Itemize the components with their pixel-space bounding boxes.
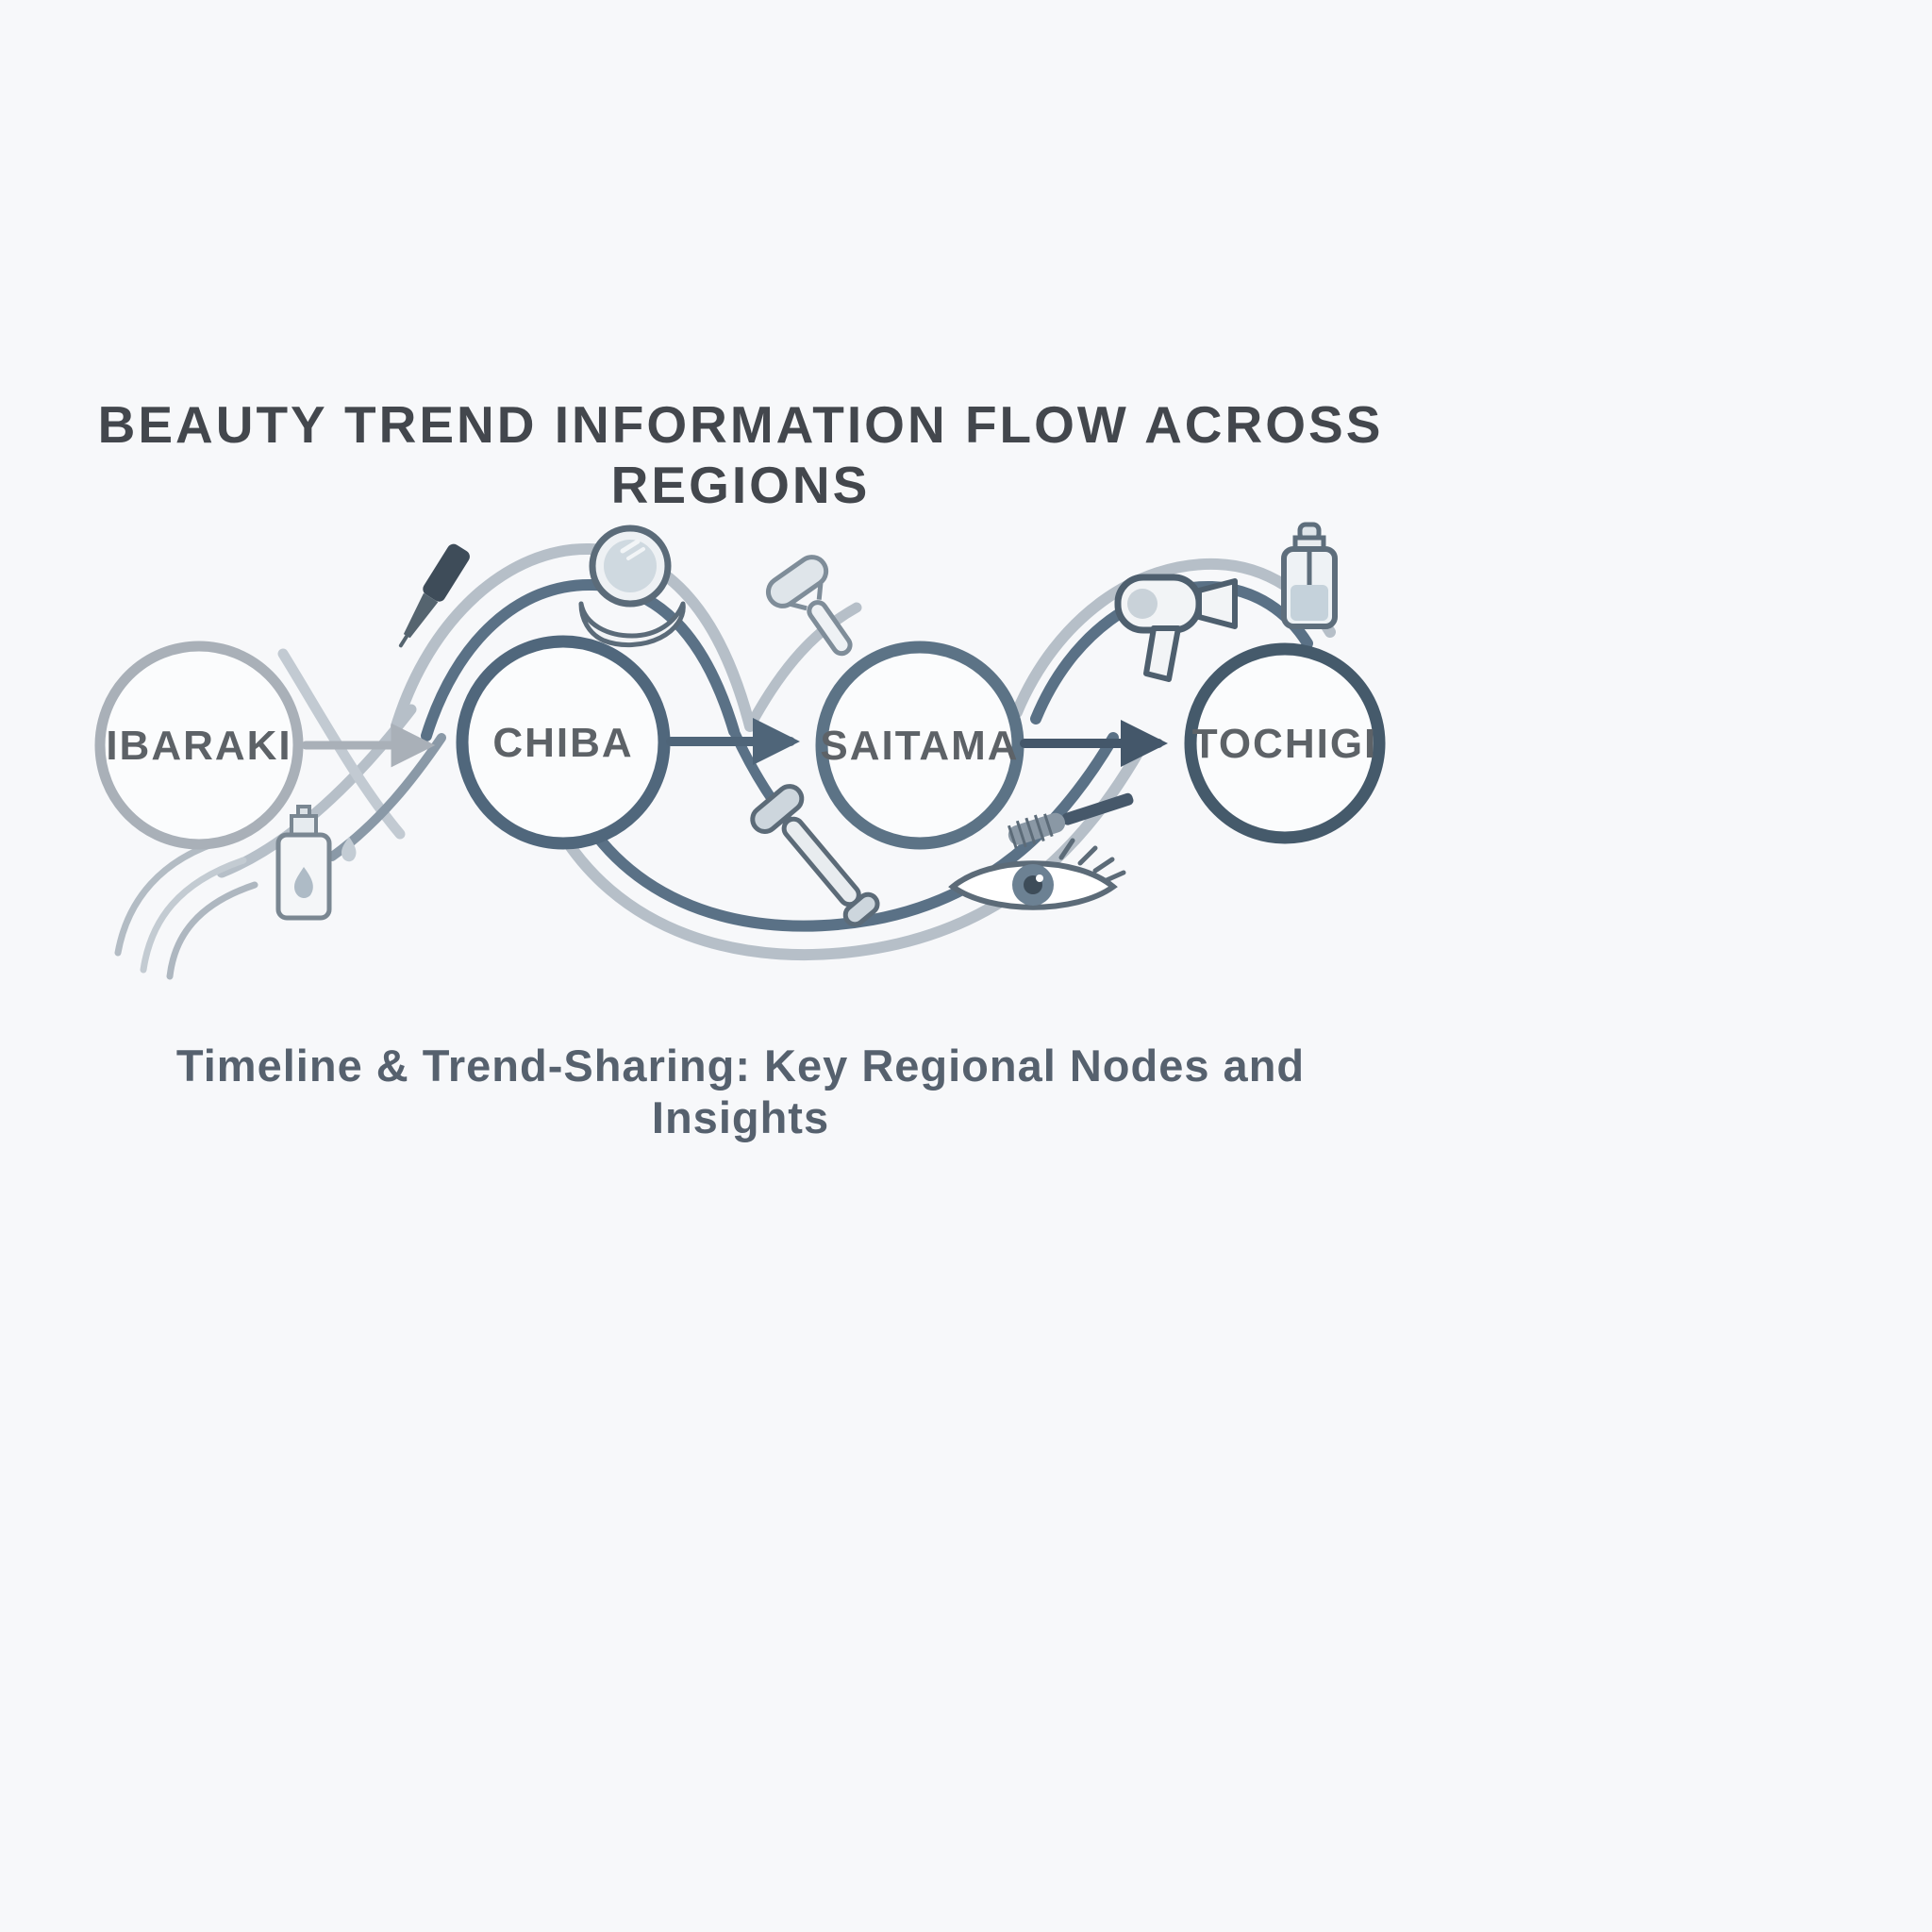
roller-fork [789, 582, 824, 611]
dryer-nozzle [1196, 578, 1238, 629]
mirror-glass [604, 540, 657, 592]
face-roller-handle [781, 816, 861, 908]
ribbon-chiba-outer [391, 542, 756, 732]
node-label-ibaraki: IBARAKI [106, 723, 291, 769]
mascara-bristles [1008, 813, 1054, 849]
hair-strand-3 [166, 881, 258, 980]
bottle-cap [290, 814, 318, 837]
face-roller-icon [750, 784, 880, 927]
eye-mascara-icon [948, 792, 1134, 910]
compact-mirror-hand-icon [578, 525, 686, 647]
ribbon-left-ascend [216, 704, 417, 878]
hair-dryer-icon [1114, 574, 1238, 682]
flow-arrows [301, 718, 1168, 768]
mirror-shine-2 [626, 547, 645, 560]
hair-strands-icon [114, 836, 258, 980]
roller-handle [807, 600, 853, 657]
dryer-handle [1143, 625, 1181, 682]
bottle-droplet [294, 867, 313, 899]
eye-highlight [1036, 874, 1043, 882]
holding-hand [578, 601, 686, 647]
hair-strand-2 [140, 857, 247, 974]
node-label-chiba: CHIBA [492, 720, 633, 766]
node-circle-tochigi [1184, 642, 1386, 844]
ribbon-mid-ascend [744, 602, 862, 732]
ribbon-chiba-inner [421, 578, 740, 741]
hair-strand-1 [114, 836, 230, 957]
brush-bristles [403, 592, 439, 639]
diagram-caption: Timeline & Trend-Sharing: Key Regional N… [175, 1041, 1306, 1142]
jade-roller-icon [765, 555, 853, 657]
eye-lashes [1058, 838, 1126, 883]
lotion-bottle-icon [275, 805, 357, 921]
outer-droplet [341, 837, 357, 862]
nail-polish-brush-icon [398, 543, 470, 648]
region-nodes [94, 635, 1386, 850]
node-circle-chiba [456, 635, 671, 850]
mascara-wand [1008, 792, 1134, 849]
node-label-tochigi: TOCHIGI [1192, 721, 1378, 767]
face-roller-bottom [842, 891, 880, 927]
roller-head [765, 555, 829, 608]
node-label-saitama: SAITAMA [820, 723, 1019, 769]
dropper-liquid [1291, 585, 1328, 621]
mirror-shine-1 [620, 539, 641, 554]
face-roller-top [750, 784, 805, 834]
diagram-title: BEAUTY TREND INFORMATION FLOW ACROSS REG… [97, 395, 1384, 514]
mascara-handle [1061, 792, 1134, 825]
brush-tip [398, 634, 409, 648]
node-circle-saitama [815, 641, 1024, 850]
dropper-bottle-icon [1281, 522, 1338, 629]
node-circle-ibaraki [94, 641, 304, 850]
dryer-vent [1127, 589, 1158, 619]
brush-handle [423, 543, 470, 602]
node-labels: IBARAKI CHIBA SAITAMA TOCHIGI [106, 720, 1378, 769]
